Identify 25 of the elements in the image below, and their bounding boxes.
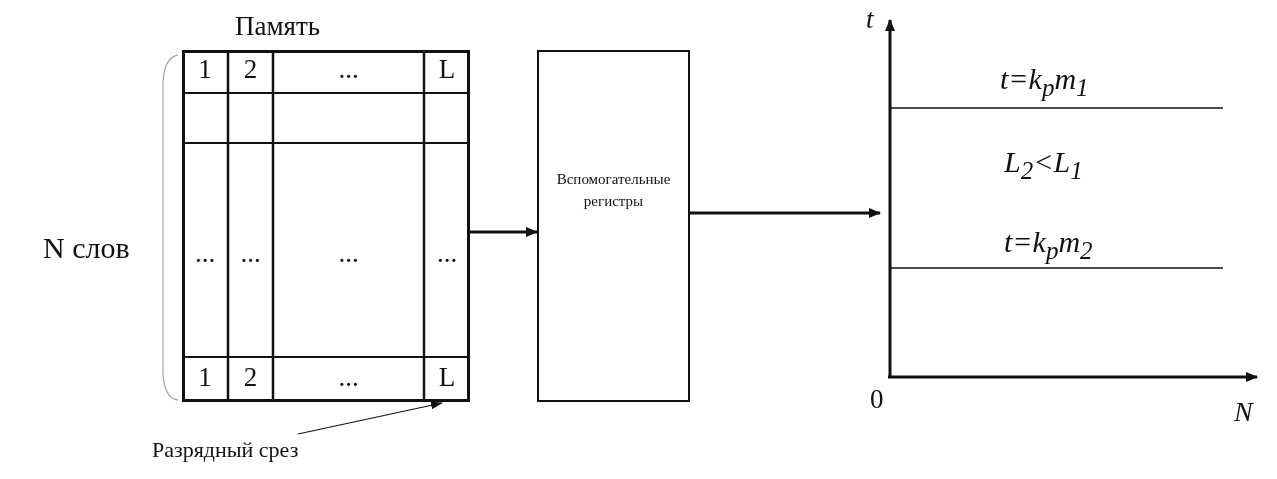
cell-number: 1: [197, 364, 213, 391]
arrow: [690, 208, 881, 218]
row-count-label: N слов: [43, 233, 130, 263]
arrow: [297, 401, 443, 435]
callout-text: Разрядный срез: [152, 434, 302, 466]
axis-label: N: [1234, 398, 1253, 426]
ellipsis: ...: [239, 240, 262, 267]
inequality-label: L$_{2}$<L$_{1}$: [1004, 147, 1083, 183]
ellipsis: ...: [337, 56, 360, 83]
origin-label: 0: [870, 386, 884, 413]
ellipsis: ...: [337, 240, 360, 267]
line-label: t=k$_{p}$m$_{2}$: [1004, 227, 1093, 263]
line-label: t=k$_{p}$m$_{1}$: [1000, 64, 1089, 100]
table-heading: Память: [235, 13, 321, 40]
axis-label: t: [866, 6, 874, 33]
cell-number: 2: [242, 364, 259, 391]
cell-letter: L: [437, 56, 457, 83]
ellipsis: ...: [193, 240, 217, 267]
ellipsis: ...: [435, 240, 459, 267]
cell-letter: L: [437, 364, 457, 391]
cell-number: 2: [242, 56, 259, 83]
process-box: Вспомогательные регистры: [537, 50, 690, 402]
cell-number: 1: [197, 56, 213, 83]
arrow: [470, 227, 538, 237]
ellipsis: ...: [337, 364, 360, 391]
